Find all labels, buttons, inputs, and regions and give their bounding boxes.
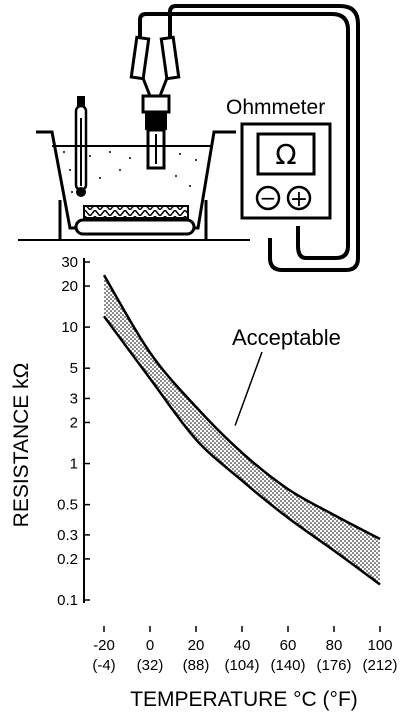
y-tick-label: 10 bbox=[61, 319, 78, 336]
x-tick-label-celsius: 60 bbox=[280, 637, 297, 654]
y-tick-label: 0.5 bbox=[57, 497, 78, 514]
x-axis-title: TEMPERATURE °C (°F) bbox=[130, 688, 358, 711]
heater bbox=[18, 200, 250, 241]
thermometer bbox=[74, 96, 88, 197]
acceptable-label: Acceptable bbox=[232, 325, 341, 350]
x-tick-label-fahrenheit: (140) bbox=[270, 657, 305, 674]
x-tick-label-celsius: 0 bbox=[146, 637, 154, 654]
x-axis-ticks: -20 (-4) 0 (32) 20 (88) 40 (104) 60 (140) 80 (176) 1… bbox=[92, 626, 398, 674]
x-tick-label-celsius: 20 bbox=[188, 637, 205, 654]
x-tick-label-fahrenheit: (32) bbox=[137, 657, 164, 674]
x-tick-label-fahrenheit: (88) bbox=[183, 657, 210, 674]
x-tick-label-celsius: -20 bbox=[93, 637, 115, 654]
acceptable-callout-line bbox=[234, 351, 263, 426]
x-tick-label-fahrenheit: (-4) bbox=[92, 657, 115, 674]
plus-symbol: + bbox=[290, 187, 308, 212]
test-setup-illustration: Ohmmeter Ω − + bbox=[18, 4, 360, 272]
y-tick-label: 0.2 bbox=[57, 551, 78, 568]
lower-limit-curve bbox=[102, 315, 381, 586]
acceptable-range-band bbox=[104, 275, 380, 585]
x-tick-label-fahrenheit: (176) bbox=[316, 657, 351, 674]
y-axis-title: RESISTANCE kΩ bbox=[10, 363, 33, 528]
upper-limit-curve bbox=[102, 274, 381, 541]
x-tick-label-celsius: 80 bbox=[326, 637, 343, 654]
y-tick-label: 5 bbox=[70, 360, 78, 377]
ohmmeter: Ohmmeter Ω − + bbox=[226, 96, 332, 220]
probe-right bbox=[158, 35, 181, 97]
positive-terminal-icon bbox=[286, 185, 312, 211]
ohmmeter-label: Ohmmeter bbox=[226, 96, 325, 119]
y-tick-label: 2 bbox=[70, 414, 78, 431]
x-tick-label-fahrenheit: (104) bbox=[224, 657, 259, 674]
x-tick-label-celsius: 100 bbox=[367, 637, 392, 654]
probe-left bbox=[129, 35, 152, 97]
resistance-temperature-chart: 30 20 10 5 3 2 1 0.5 0.3 0.2 0.1 -20 (-4) 0 (32) 20 (88… bbox=[10, 254, 398, 711]
negative-terminal-icon bbox=[255, 185, 281, 211]
y-axis-ticks: 30 20 10 5 3 2 1 0.5 0.3 0.2 0.1 bbox=[57, 254, 90, 609]
y-tick-label: 0.1 bbox=[57, 592, 78, 609]
x-tick-label-celsius: 40 bbox=[234, 637, 251, 654]
y-tick-label: 3 bbox=[70, 390, 78, 407]
y-tick-label: 0.3 bbox=[57, 527, 78, 544]
y-tick-label: 1 bbox=[70, 456, 78, 473]
temperature-sensor bbox=[141, 94, 171, 170]
test-lead-wire-negative bbox=[138, 12, 350, 260]
x-tick-label-fahrenheit: (212) bbox=[362, 657, 397, 674]
ohmmeter-display bbox=[256, 132, 316, 176]
y-tick-label: 30 bbox=[61, 254, 78, 271]
test-lead-wire-positive bbox=[168, 4, 360, 272]
minus-symbol: − bbox=[260, 186, 277, 210]
y-tick-label: 20 bbox=[61, 278, 78, 295]
omega-icon: Ω bbox=[275, 138, 296, 171]
